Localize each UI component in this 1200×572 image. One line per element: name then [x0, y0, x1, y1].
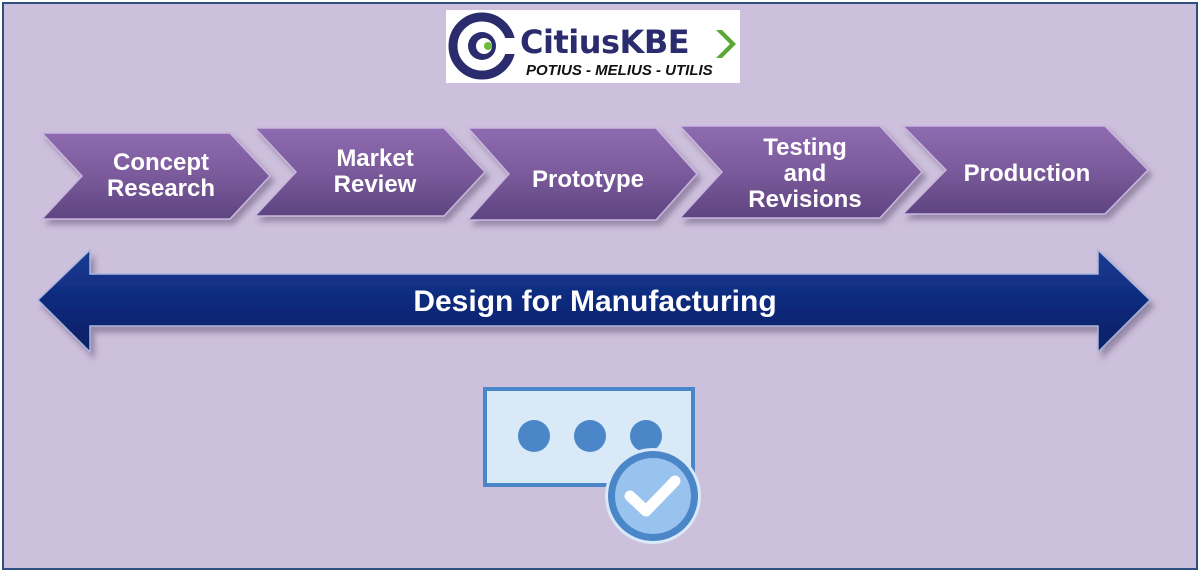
- banner-label: Design for Manufacturing: [413, 285, 777, 318]
- logo: CitiusKBE POTIUS - MELIUS - UTILIS: [446, 10, 740, 83]
- dots-check-icon: [483, 387, 701, 544]
- logo-mark-icon: [448, 12, 736, 80]
- stage-label-concept-research: Concept Research: [106, 149, 216, 202]
- stage-label-production: Production: [963, 160, 1091, 187]
- stage-label-market-review: Market Review: [333, 145, 417, 198]
- chevron-concept-research: [40, 132, 272, 220]
- stage-label-testing-and-revisions: Testing and Revisions: [748, 134, 862, 213]
- chevron-production: [901, 125, 1150, 215]
- logo-name: CitiusKBE: [520, 23, 690, 61]
- stage-label-prototype: Prototype: [531, 166, 644, 193]
- chevron-testing-and-revisions: [678, 125, 924, 219]
- logo-tagline: POTIUS - MELIUS - UTILIS: [526, 62, 713, 79]
- chevron-prototype: [466, 127, 699, 221]
- chevron-market-review: [253, 127, 487, 217]
